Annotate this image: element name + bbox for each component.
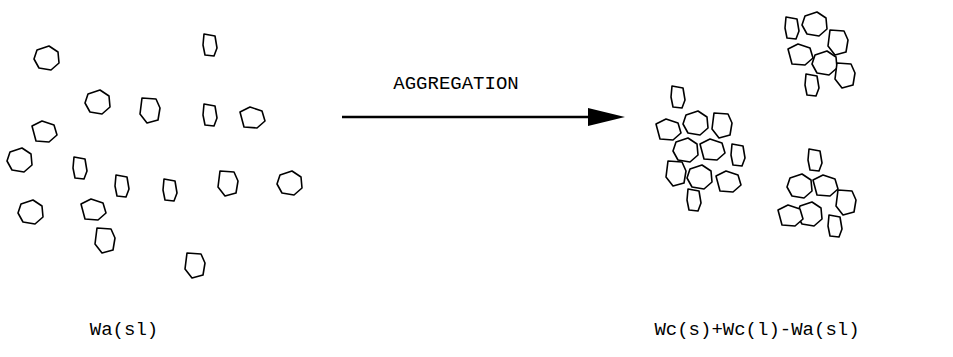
energy-term: Wa(sl) — [90, 319, 158, 342]
aggregation-arrow — [342, 108, 625, 126]
energy-expression: Wc(s)+Wc(l)-Wa(sl) — [654, 319, 859, 342]
particle-clusters — [656, 12, 856, 237]
dispersed-particles — [7, 34, 302, 278]
process-label: AGGREGATION — [393, 73, 518, 96]
